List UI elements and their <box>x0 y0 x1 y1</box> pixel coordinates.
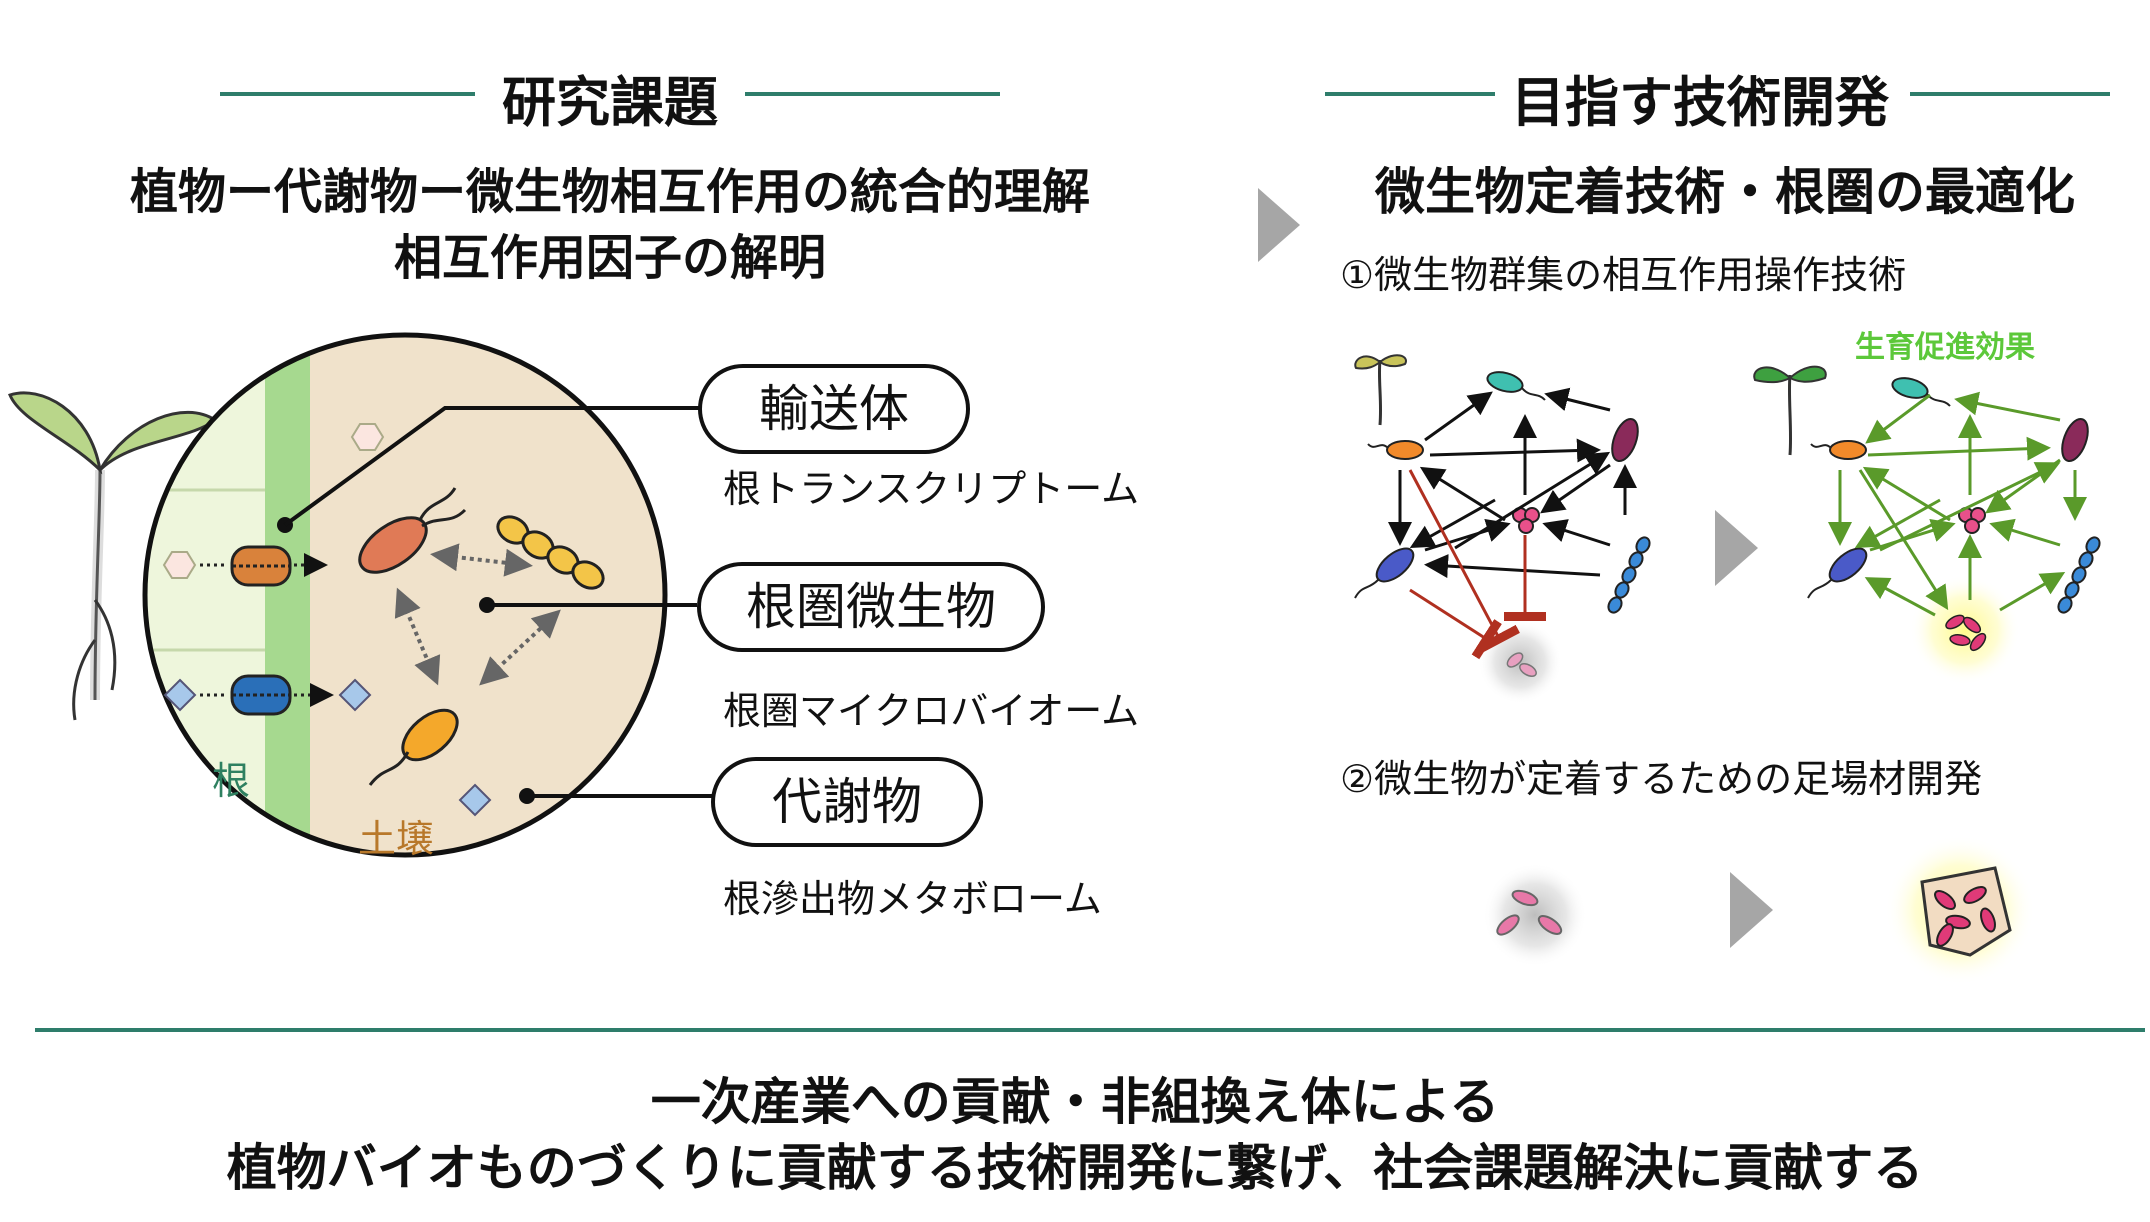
right-item1: ①微生物群集の相互作用操作技術 <box>1340 253 1907 297</box>
microbe-yellow-flagellate-icon <box>368 708 459 786</box>
right-headline: 微生物定着技術・根圏の最適化 <box>1375 163 2075 221</box>
rhizosphere-microbe-pill: 根圏微生物 <box>697 562 1045 652</box>
root-label: 根 <box>212 759 251 803</box>
microbe-orange-flagellate-icon <box>358 487 467 574</box>
scaffold-before <box>1483 863 1587 967</box>
left-headline-line2: 相互作用因子の解明 <box>393 230 826 286</box>
metabolite-caption: 根滲出物メタボローム <box>723 877 1102 921</box>
network-before <box>1354 354 1651 704</box>
diamond-metabolite-icon <box>458 783 492 817</box>
bottom-line1: 一次産業への貢献・非組換え体による <box>650 1073 1500 1131</box>
right-title-line-right <box>1910 92 2110 96</box>
bottom-line2: 植物バイオものづくりに貢献する技術開発に繋げ、社会課題解決に貢献する <box>226 1139 1924 1197</box>
arrow-right-triangle-icon <box>1730 872 1773 948</box>
scaffold-after <box>1885 835 2035 985</box>
transporter-caption: 根トランスクリプトーム <box>723 467 1140 511</box>
right-title-line-left <box>1325 92 1495 96</box>
growth-promotion-label: 生育促進効果 <box>1855 330 2035 365</box>
transporter-pill: 輸送体 <box>698 364 970 454</box>
transporter-blue-icon <box>230 674 292 716</box>
transporter-orange-icon <box>230 545 292 587</box>
left-headline-line1: 植物ー代謝物ー微生物相互作用の統合的理解 <box>129 164 1090 220</box>
right-section-title: 目指す技術開発 <box>1511 71 1889 134</box>
left-title-line-right <box>745 92 1000 96</box>
arrow-right-triangle-icon <box>1258 188 1300 262</box>
left-title-line-left <box>220 92 475 96</box>
bottom-divider <box>35 1028 2145 1032</box>
left-section-title: 研究課題 <box>502 71 718 134</box>
diamond-metabolite-icon <box>163 678 197 712</box>
rhizosphere-microbe-caption: 根圏マイクロバイオーム <box>723 689 1140 733</box>
arrow-right-triangle-icon <box>1715 510 1758 586</box>
soil-label: 土壌 <box>358 817 435 861</box>
metabolite-pill: 代謝物 <box>711 757 983 847</box>
microbe-chain-yellow-icon <box>496 515 605 590</box>
hexagon-metabolite-icon <box>162 551 197 579</box>
hexagon-metabolite-icon <box>350 423 385 451</box>
diamond-metabolite-icon <box>338 678 372 712</box>
network-after <box>1753 365 2101 685</box>
right-item2: ②微生物が定着するための足場材開発 <box>1340 757 1983 801</box>
